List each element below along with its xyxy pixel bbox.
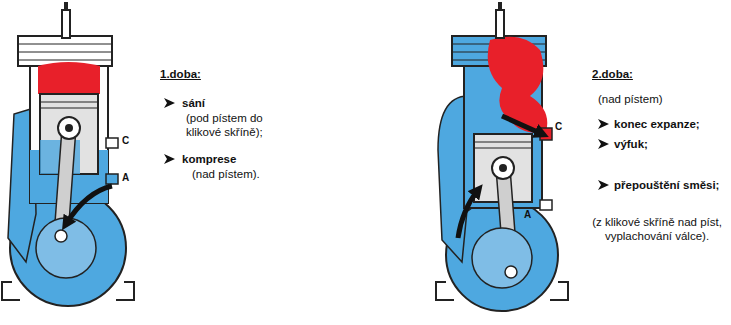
phase-note: (nad pístem).: [192, 167, 292, 181]
port-letter: A: [122, 171, 136, 185]
phase-name: konec expanze;: [614, 117, 729, 131]
phase-name: komprese: [182, 152, 262, 166]
port-letter: A: [524, 208, 538, 222]
phase-note: (pod pístem do klikové skříně);: [186, 111, 298, 139]
engine-right: [436, 2, 568, 311]
phase-note: (nad pístem): [598, 92, 698, 106]
phase-name: přepouštění směsi;: [614, 178, 729, 192]
engine-left: [2, 2, 134, 306]
phase-name: výfuk;: [614, 137, 694, 151]
phase-name: sání: [182, 96, 242, 110]
bullet-marks: [164, 98, 609, 190]
stroke-heading: 2.doba:: [592, 67, 662, 81]
phase-note: (z klikové skříně nad píst, vyplachování…: [582, 215, 731, 243]
port-letter: C: [555, 120, 569, 134]
port-letter: C: [122, 134, 136, 148]
stroke-heading: 1.doba:: [160, 67, 230, 81]
